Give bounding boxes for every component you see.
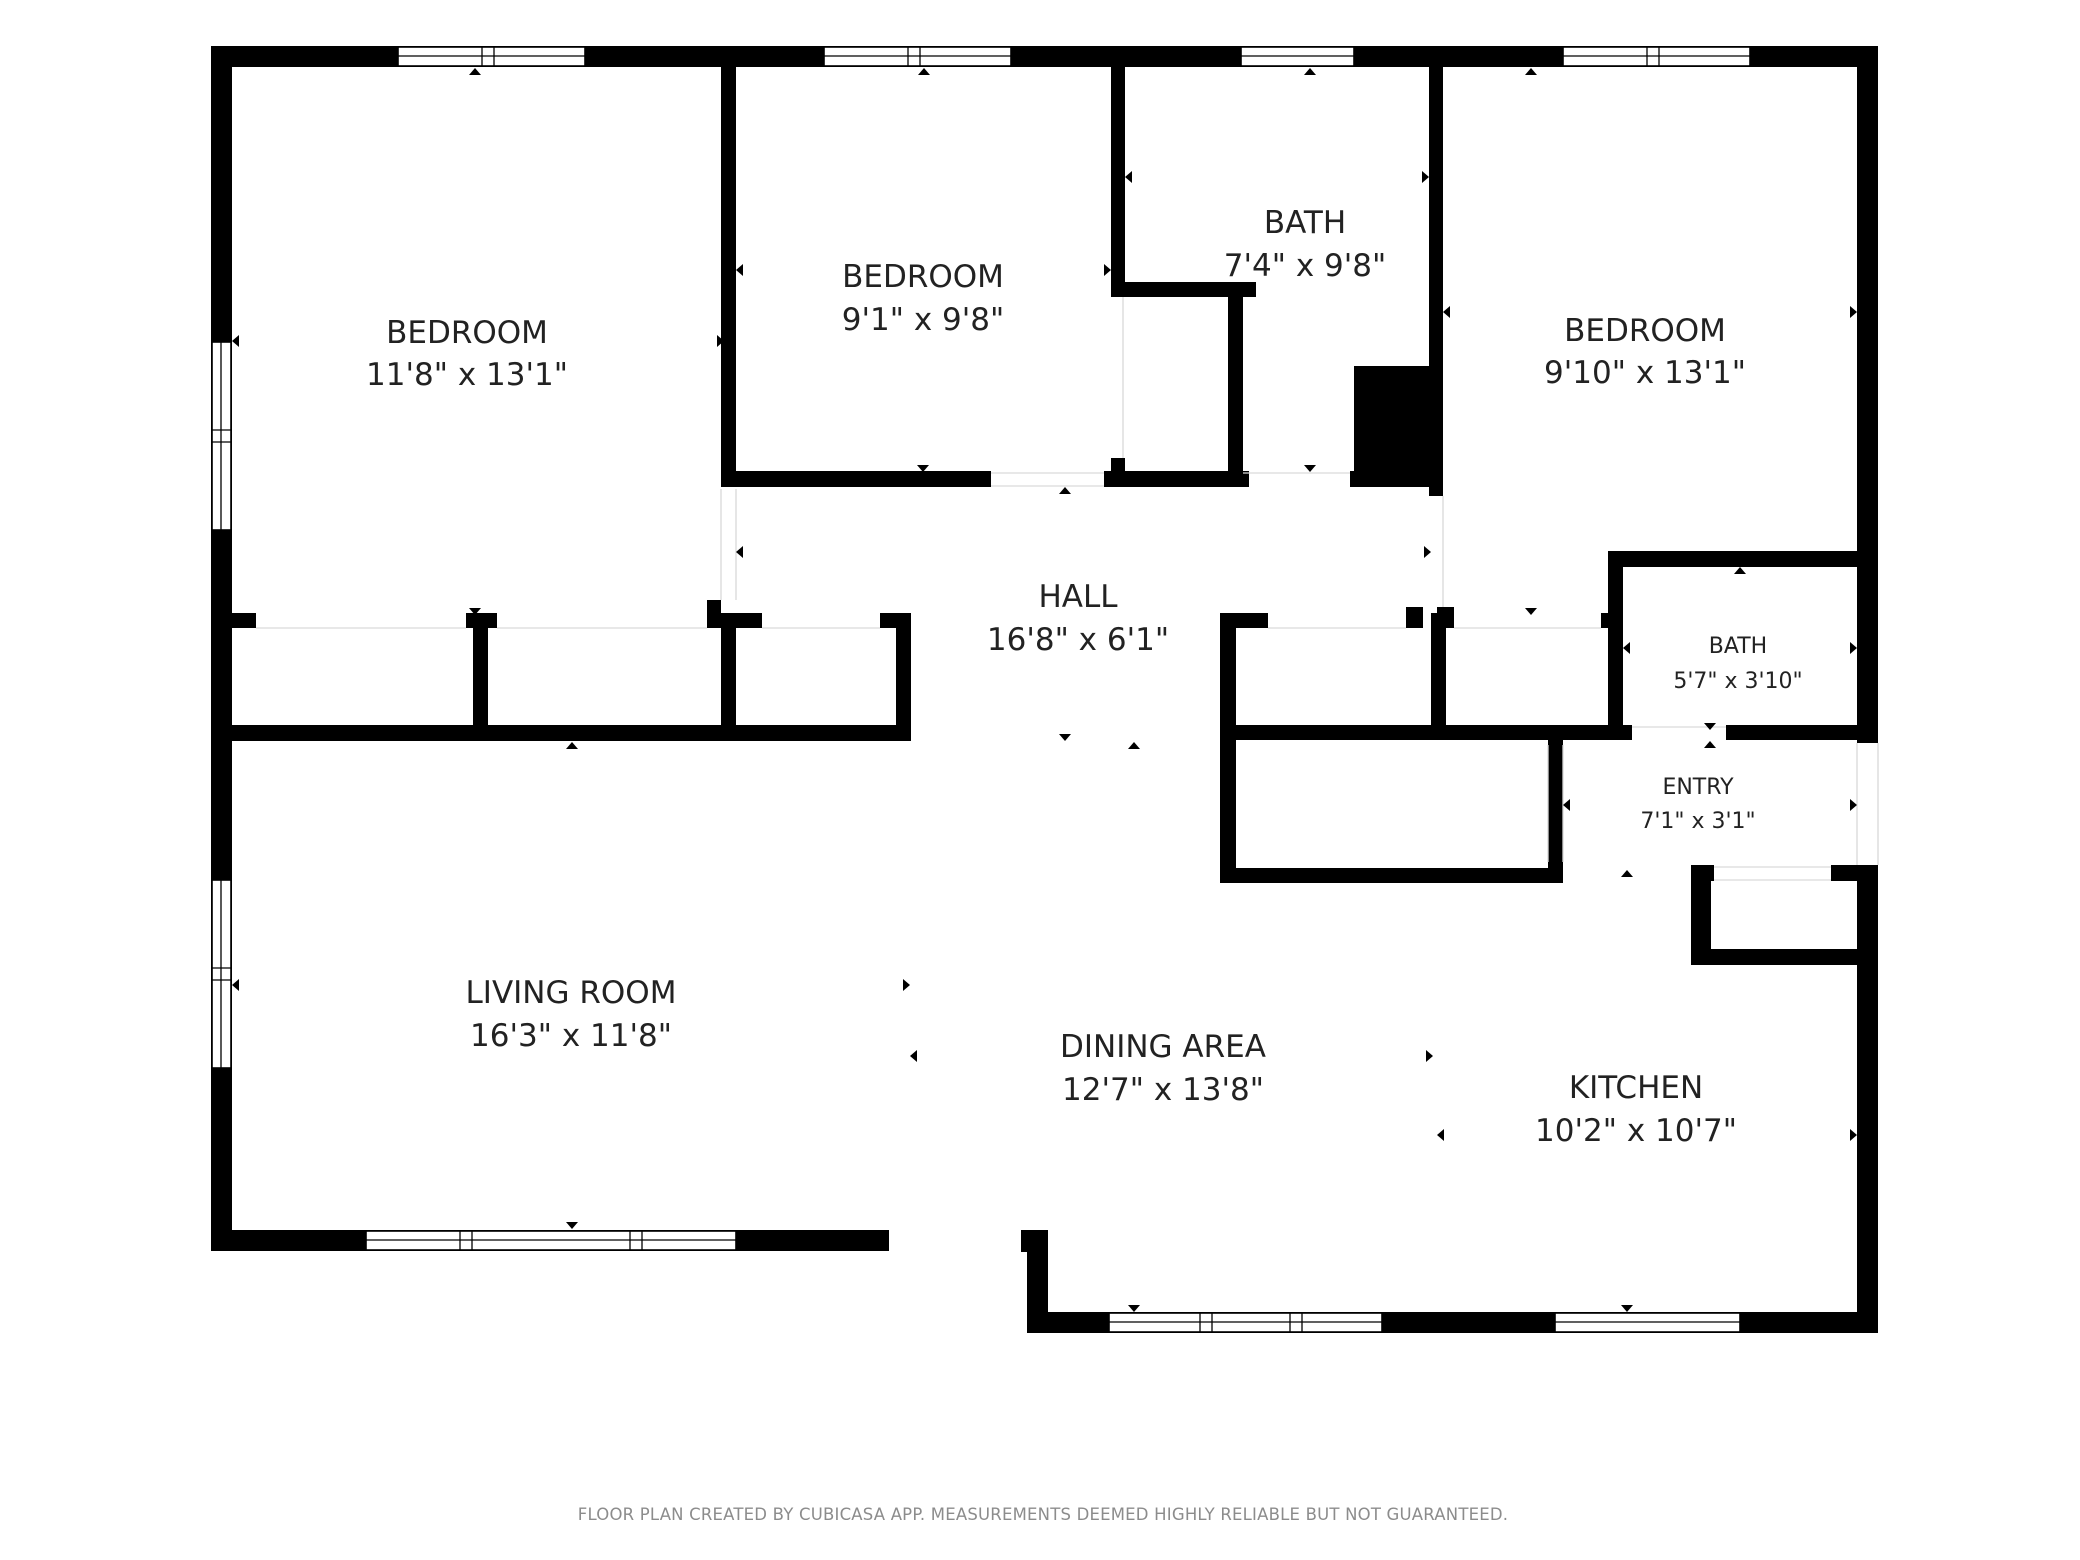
- room-dimensions: 16'3" x 11'8": [470, 1018, 672, 1054]
- door-openings: [256, 297, 1879, 881]
- room-dimensions: 12'7" x 13'8": [1062, 1072, 1264, 1108]
- window: [397, 46, 586, 67]
- room-name: BATH: [1264, 205, 1346, 241]
- room-bedroom-3: BEDROOM 9'10" x 13'1": [1544, 313, 1746, 391]
- room-kitchen: KITCHEN 10'2" x 10'7": [1535, 1070, 1737, 1149]
- room-name: BEDROOM: [1564, 313, 1726, 349]
- room-living-room: LIVING ROOM 16'3" x 11'8": [466, 975, 677, 1054]
- room-name: BEDROOM: [386, 315, 548, 351]
- room-bedroom-2: BEDROOM 9'1" x 9'8": [842, 259, 1005, 338]
- window: [211, 879, 232, 1069]
- window: [1554, 1312, 1741, 1333]
- room-dimensions: 9'1" x 9'8": [842, 302, 1005, 338]
- room-name: KITCHEN: [1569, 1070, 1703, 1106]
- room-entry: ENTRY 7'1" x 3'1": [1640, 775, 1755, 834]
- room-name: HALL: [1038, 579, 1118, 615]
- room-bath-1: BATH 7'4" x 9'8": [1224, 205, 1387, 284]
- room-name: ENTRY: [1662, 775, 1734, 800]
- room-name: LIVING ROOM: [466, 975, 677, 1011]
- windows: [211, 46, 1751, 1333]
- window: [823, 46, 1012, 67]
- room-bedroom-1: BEDROOM 11'8" x 13'1": [366, 315, 568, 393]
- room-dimensions: 11'8" x 13'1": [366, 357, 568, 393]
- room-dimensions: 16'8" x 6'1": [987, 622, 1169, 658]
- room-name: BEDROOM: [842, 259, 1004, 295]
- room-dimensions: 7'4" x 9'8": [1224, 248, 1387, 284]
- window: [1240, 46, 1355, 67]
- interior-walls: [225, 60, 1878, 965]
- room-dimensions: 7'1" x 3'1": [1640, 809, 1755, 834]
- room-bath-2: BATH 5'7" x 3'10": [1673, 634, 1802, 694]
- room-hall: HALL 16'8" x 6'1": [987, 579, 1169, 658]
- dimension-arrows: [232, 68, 1857, 1312]
- window: [211, 341, 232, 531]
- room-name: BATH: [1709, 634, 1767, 659]
- window: [365, 1230, 737, 1251]
- window: [1108, 1312, 1383, 1333]
- room-dining-area: DINING AREA 12'7" x 13'8": [1060, 1029, 1266, 1108]
- room-name: DINING AREA: [1060, 1029, 1266, 1065]
- room-dimensions: 5'7" x 3'10": [1673, 669, 1802, 694]
- floor-plan-disclaimer: FLOOR PLAN CREATED BY CUBICASA APP. MEAS…: [578, 1505, 1508, 1524]
- room-dimensions: 9'10" x 13'1": [1544, 355, 1746, 391]
- window: [1562, 46, 1751, 67]
- room-dimensions: 10'2" x 10'7": [1535, 1113, 1737, 1149]
